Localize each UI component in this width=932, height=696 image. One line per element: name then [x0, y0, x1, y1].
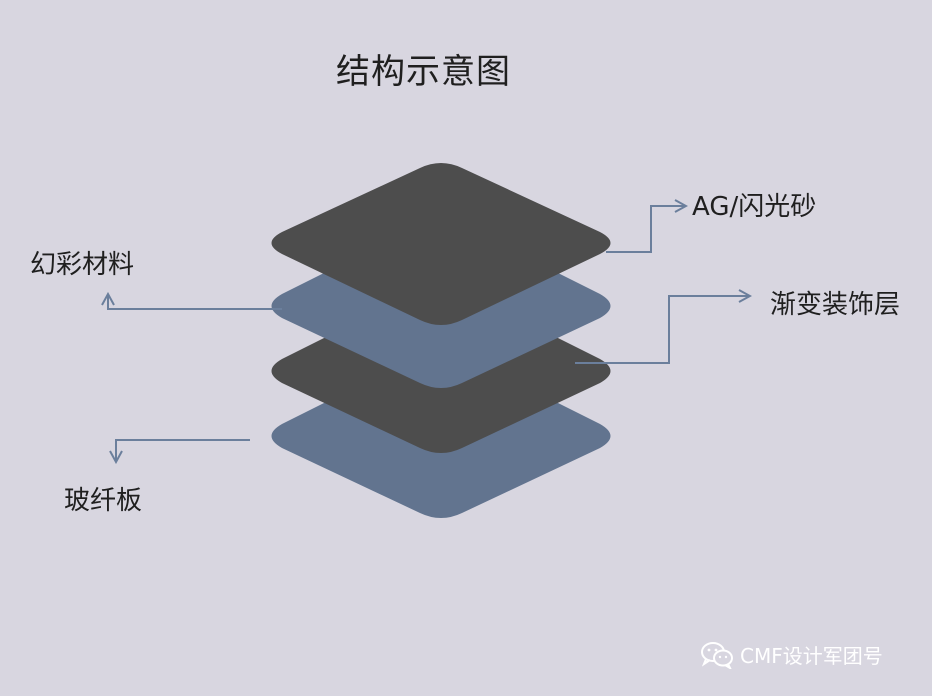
watermark-text: CMF设计军团号: [740, 644, 883, 668]
label-boxian: 玻纤板: [64, 486, 143, 516]
label-ag: AG/闪光砂: [692, 192, 817, 222]
connector-ag: [606, 206, 686, 253]
label-jianbian: 渐变装饰层: [770, 290, 901, 320]
wechat-icon: [701, 641, 733, 669]
label-huancai: 幻彩材料: [30, 250, 135, 280]
connector-jianbian: [575, 296, 750, 364]
connector-huancai: [108, 294, 282, 310]
page-title: 结构示意图: [336, 52, 511, 92]
connector-boxian: [116, 439, 250, 462]
layer-ag: [271, 163, 611, 325]
watermark: CMF设计军团号: [700, 640, 883, 669]
